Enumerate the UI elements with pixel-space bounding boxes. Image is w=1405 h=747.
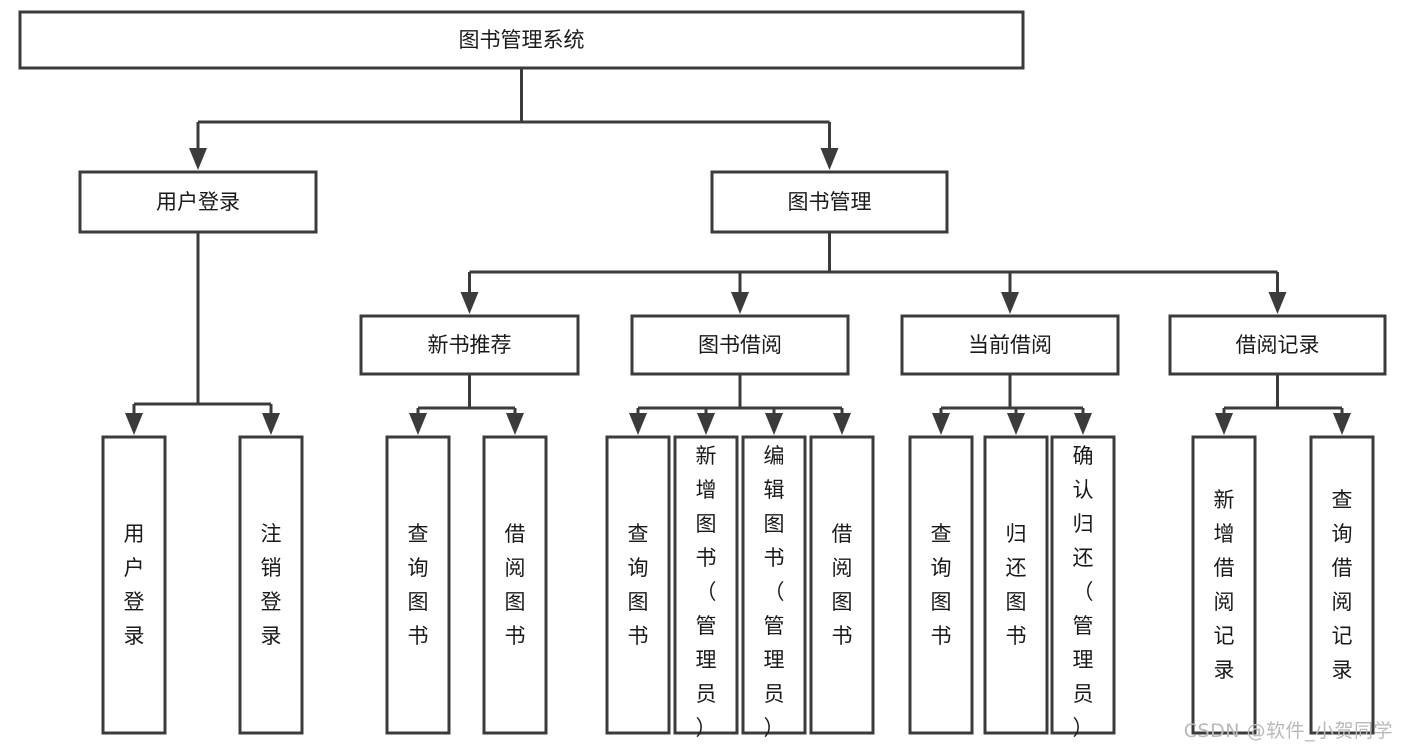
node-box[interactable]	[482, 435, 548, 735]
connectors-layer	[125, 68, 1351, 435]
arrow-head-icon	[125, 413, 143, 435]
node-level3-new-book-recommend[interactable]: 新书推荐	[359, 314, 580, 376]
arrow-head-icon	[697, 413, 715, 435]
node-leaf-leaf-confirm-return-admin[interactable]: 确认归还（管理员）	[1050, 435, 1116, 740]
node-box[interactable]	[630, 314, 850, 376]
node-box[interactable]	[78, 170, 318, 234]
node-label: 编辑图书（管理员）	[764, 444, 785, 740]
arrow-head-icon	[262, 413, 280, 435]
node-label: 借阅图书	[832, 522, 853, 648]
node-box[interactable]	[238, 435, 304, 735]
node-leaf-leaf-borrow-book-1[interactable]: 借阅图书	[482, 435, 548, 735]
node-box[interactable]	[710, 170, 949, 234]
node-level2-book-management[interactable]: 图书管理	[710, 170, 949, 234]
node-box[interactable]	[1309, 435, 1375, 735]
node-level3-book-borrow[interactable]: 图书借阅	[630, 314, 850, 376]
node-label: 借阅图书	[505, 522, 526, 648]
node-box[interactable]	[983, 435, 1049, 735]
node-label: 新书推荐	[428, 333, 512, 357]
node-box[interactable]	[1191, 435, 1257, 735]
node-label: 用户登录	[156, 190, 240, 214]
node-leaf-leaf-add-book-admin[interactable]: 新增图书（管理员）	[673, 435, 739, 740]
node-label: 当前借阅	[968, 333, 1052, 357]
node-root-book-management-system[interactable]: 图书管理系统	[18, 10, 1025, 70]
node-label: 用户登录	[124, 522, 145, 648]
node-box[interactable]	[741, 435, 807, 735]
arrow-head-icon	[765, 413, 783, 435]
arrow-head-icon	[1333, 413, 1351, 435]
node-box[interactable]	[605, 435, 671, 735]
arrow-head-icon	[1001, 292, 1019, 314]
node-label: 查询图书	[931, 522, 952, 648]
arrow-head-icon	[1268, 292, 1287, 314]
node-label: 确认归还（管理员）	[1073, 444, 1094, 740]
node-leaf-leaf-logout[interactable]: 注销登录	[238, 435, 304, 735]
node-label: 注销登录	[261, 522, 282, 648]
node-label: 查询图书	[628, 522, 649, 648]
node-leaf-leaf-query-book-2[interactable]: 查询图书	[605, 435, 671, 735]
node-box[interactable]	[673, 435, 739, 735]
node-box[interactable]	[18, 10, 1025, 70]
arrow-head-icon	[1007, 413, 1025, 435]
arrow-head-icon	[731, 292, 749, 314]
node-leaf-leaf-user-login[interactable]: 用户登录	[101, 435, 167, 735]
arrow-head-icon	[1074, 413, 1092, 435]
watermark-credit: CSDN @软件_小贺同学	[1183, 720, 1393, 742]
node-leaf-leaf-add-borrow-record[interactable]: 新增借阅记录	[1191, 435, 1257, 735]
node-box[interactable]	[809, 435, 875, 735]
node-level3-current-borrow[interactable]: 当前借阅	[900, 314, 1120, 376]
node-label: 图书管理系统	[459, 28, 585, 52]
node-label: 新增图书（管理员）	[696, 444, 717, 740]
node-box[interactable]	[1050, 435, 1116, 735]
arrow-head-icon	[460, 292, 479, 314]
node-box[interactable]	[900, 314, 1120, 376]
arrow-head-icon	[833, 413, 851, 435]
arrow-head-icon	[820, 148, 839, 170]
arrow-head-icon	[932, 413, 950, 435]
node-leaf-leaf-return-book[interactable]: 归还图书	[983, 435, 1049, 735]
node-label: 图书管理	[788, 190, 872, 214]
arrow-head-icon	[189, 148, 207, 170]
node-box[interactable]	[101, 435, 167, 735]
node-label: 归还图书	[1006, 522, 1027, 648]
node-label: 新增借阅记录	[1214, 488, 1235, 682]
node-level2-user-login[interactable]: 用户登录	[78, 170, 318, 234]
node-label: 查询图书	[408, 522, 429, 648]
node-leaf-leaf-query-book-1[interactable]: 查询图书	[385, 435, 451, 735]
node-box[interactable]	[1168, 314, 1387, 376]
node-leaf-leaf-borrow-book-2[interactable]: 借阅图书	[809, 435, 875, 735]
arrow-head-icon	[506, 413, 524, 435]
node-label: 查询借阅记录	[1332, 488, 1353, 682]
node-box[interactable]	[359, 314, 580, 376]
node-label: 图书借阅	[698, 333, 782, 357]
arrow-head-icon	[1215, 413, 1233, 435]
node-box[interactable]	[385, 435, 451, 735]
nodes-layer: 图书管理系统用户登录图书管理新书推荐图书借阅当前借阅借阅记录用户登录注销登录查询…	[18, 10, 1387, 740]
node-level3-borrow-record[interactable]: 借阅记录	[1168, 314, 1387, 376]
node-leaf-leaf-edit-book-admin[interactable]: 编辑图书（管理员）	[741, 435, 807, 740]
node-leaf-leaf-query-borrow-record[interactable]: 查询借阅记录	[1309, 435, 1375, 735]
node-box[interactable]	[908, 435, 974, 735]
node-label: 借阅记录	[1236, 333, 1320, 357]
arrow-head-icon	[409, 413, 427, 435]
node-leaf-leaf-query-book-3[interactable]: 查询图书	[908, 435, 974, 735]
arrow-head-icon	[629, 413, 647, 435]
